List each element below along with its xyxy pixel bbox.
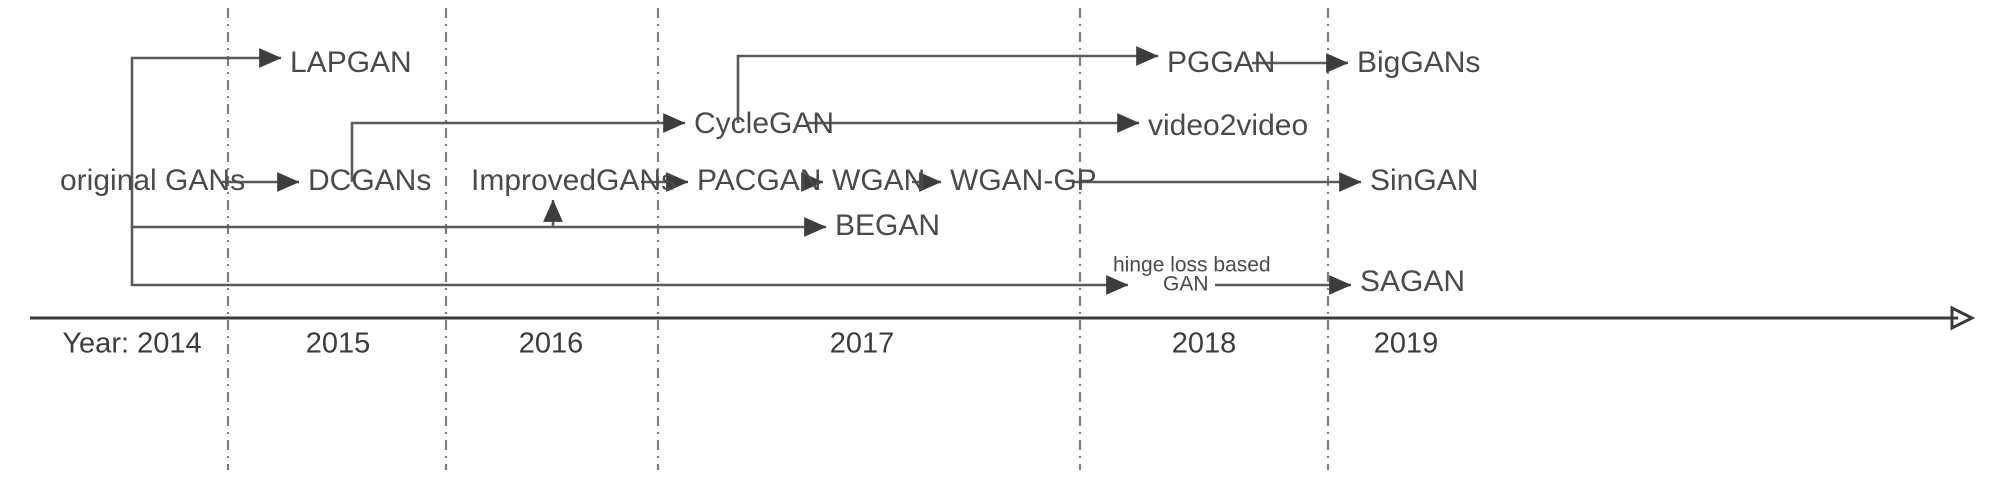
year-label-2014: Year: 2014 — [62, 328, 201, 360]
year-tick-labels: Year: 2014 2015 2016 2017 2018 2019 — [62, 328, 1438, 360]
node-wgan-gp[interactable]: WGAN-GP — [950, 164, 1097, 197]
edge-cyclegan-to-pggan — [736, 46, 1159, 123]
node-biggans[interactable]: BigGANs — [1357, 46, 1480, 79]
node-lapgan[interactable]: LAPGAN — [290, 46, 412, 79]
edge-orig-to-lapgan — [130, 48, 282, 182]
node-hinge-loss-gan-1[interactable]: hinge loss based — [1113, 254, 1271, 277]
year-label-2018: 2018 — [1172, 328, 1237, 360]
node-video2video[interactable]: video2video — [1148, 109, 1308, 142]
node-began[interactable]: BEGAN — [835, 209, 940, 242]
year-label-2017: 2017 — [830, 328, 895, 360]
edge-orig-to-hinge-loss — [130, 227, 1129, 295]
node-cyclegan[interactable]: CycleGAN — [694, 107, 834, 140]
nodes-group: original GANs LAPGAN DCGANs ImprovedGANs Cyc… — [60, 46, 1480, 298]
node-improvedgans[interactable]: ImprovedGANs — [471, 164, 676, 197]
timeline-axis-arrowhead — [1950, 305, 1976, 331]
node-wgan[interactable]: WGAN — [832, 164, 925, 197]
node-pggan[interactable]: PGGAN — [1167, 46, 1275, 79]
year-label-2015: 2015 — [306, 328, 371, 360]
node-pacgan[interactable]: PACGAN — [697, 164, 821, 197]
node-singan[interactable]: SinGAN — [1370, 164, 1478, 197]
edge-dcgans-to-cyclegan — [350, 113, 686, 182]
year-label-2016: 2016 — [519, 328, 584, 360]
year-gridlines — [226, 8, 1330, 470]
node-sagan[interactable]: SAGAN — [1360, 265, 1465, 298]
node-original-gans[interactable]: original GANs — [60, 164, 245, 197]
node-hinge-loss-gan-2[interactable]: GAN — [1163, 273, 1209, 296]
node-dcgans[interactable]: DCGANs — [308, 164, 431, 197]
year-label-2019: 2019 — [1374, 328, 1439, 360]
edges-group — [130, 46, 1362, 295]
